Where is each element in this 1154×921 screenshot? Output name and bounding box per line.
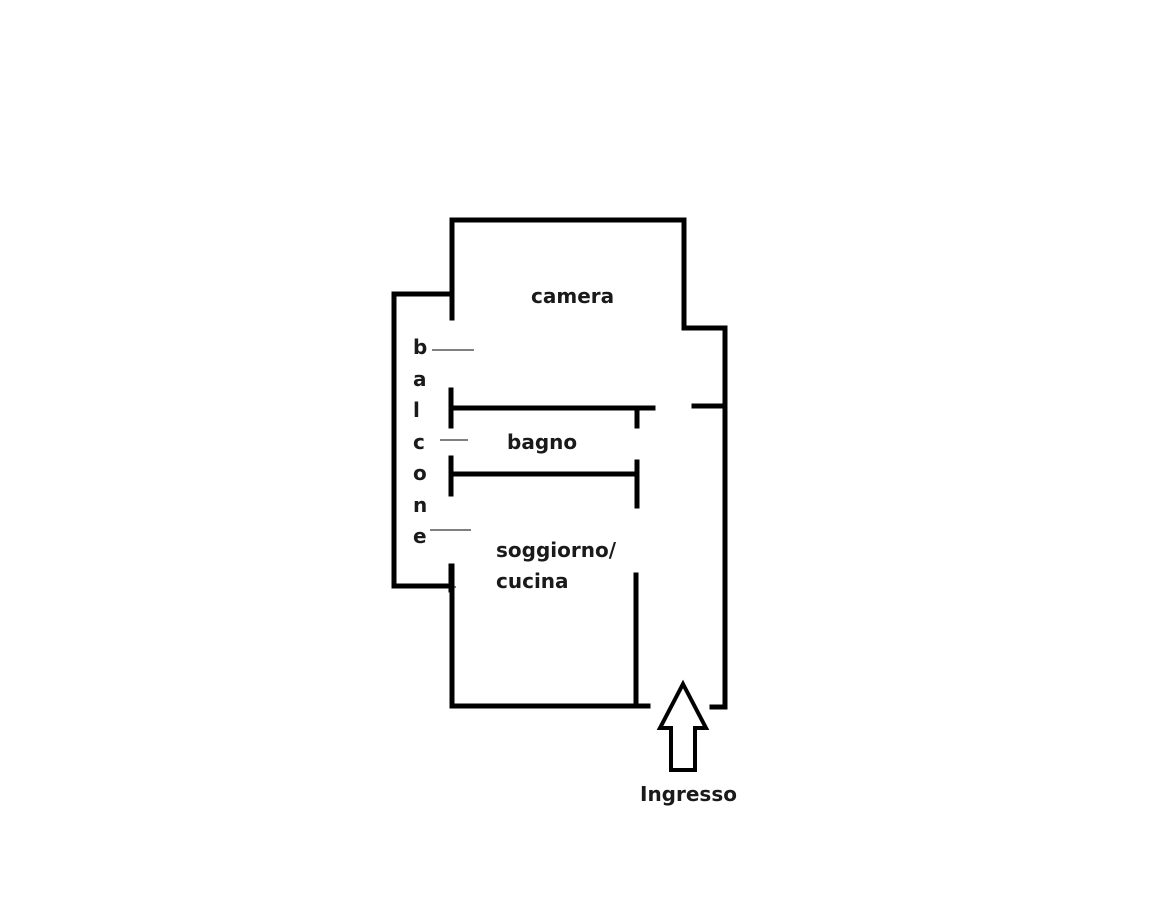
balcony-letter: n [413,493,427,517]
room-label-soggiorno: soggiorno/ [496,538,617,562]
balcony-letter: a [413,367,427,391]
door-marks [430,349,474,588]
balcony-letter: o [413,461,427,485]
room-label-camera: camera [531,284,614,308]
balcony-letter: b [413,335,427,359]
balcony-letter: e [413,524,427,548]
balcony-outline [391,291,455,589]
inner-walls [448,387,728,709]
wall-right-exterior [709,403,728,710]
wall-bottom [449,563,651,709]
outer-walls [449,217,728,710]
balcony-letter: l [413,398,420,422]
balcony-label: b a l c o n e [413,335,427,548]
wall-camera-outer [449,217,728,409]
entrance-arrow-icon [656,679,710,772]
entrance-label: Ingresso [640,782,737,806]
balcony-wall [391,291,455,589]
balcony-letter: c [413,430,425,454]
room-label-cucina: cucina [496,569,569,593]
room-label-bagno: bagno [507,430,577,454]
